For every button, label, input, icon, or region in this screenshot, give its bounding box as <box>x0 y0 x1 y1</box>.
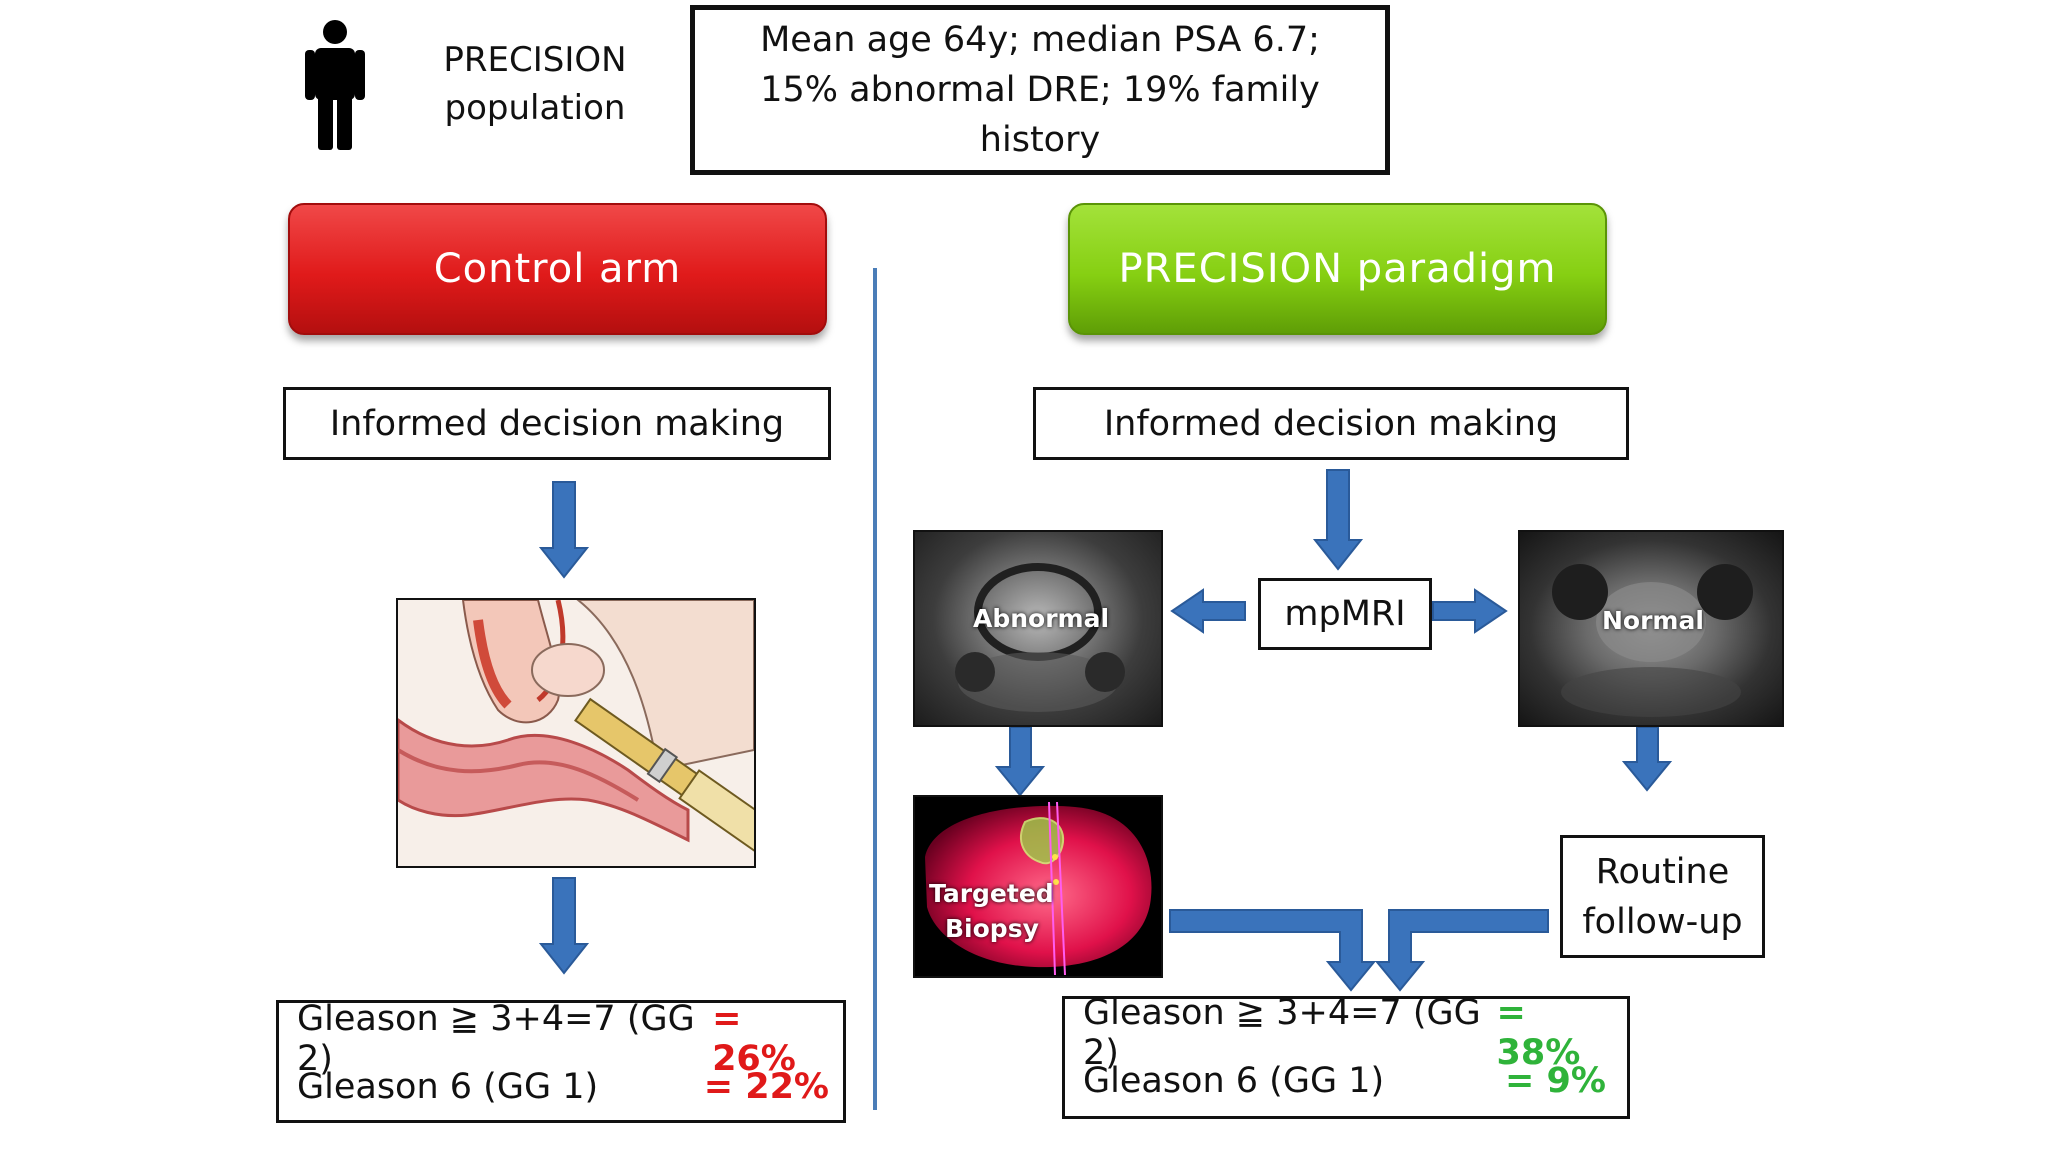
arrow-down-icon <box>1312 469 1364 571</box>
abnormal-label: Abnormal <box>973 604 1110 633</box>
control-decision-box: Informed decision making <box>283 387 831 460</box>
routine-followup-box: Routine follow-up <box>1560 835 1765 958</box>
targeted-biopsy-image: Targeted Biopsy <box>913 795 1163 978</box>
control-result-box: Gleason ≧ 3+4=7 (GG 2) = 26% Gleason 6 (… <box>276 999 846 1123</box>
arrow-down-icon <box>994 726 1046 797</box>
control-arm-header: Control arm <box>288 203 827 335</box>
precision-paradigm-title: PRECISION paradigm <box>1118 246 1557 292</box>
targeted-biopsy-label-line2: Biopsy <box>945 914 1039 943</box>
population-label: PRECISION population <box>443 40 627 128</box>
person-icon <box>305 20 365 150</box>
precision-decision-box: Informed decision making <box>1033 387 1629 460</box>
precision-result-box: Gleason ≧ 3+4=7 (GG 2) = 38% Gleason 6 (… <box>1062 993 1630 1119</box>
precision-result-gg1-value: = 9% <box>1505 1061 1606 1101</box>
abnormal-mri-texture <box>955 563 1125 712</box>
normal-label: Normal <box>1602 606 1704 635</box>
biopsy-drawing <box>398 600 754 866</box>
merge-arrow-icon <box>1169 909 1377 992</box>
arrow-down-icon <box>538 877 590 975</box>
control-decision-label: Informed decision making <box>329 403 785 444</box>
merge-arrow-icon <box>1374 909 1549 992</box>
targeted-biopsy-label-line1: Targeted <box>929 879 1054 908</box>
control-result-gg2-value: = 26% <box>712 999 796 1079</box>
normal-mri-image: Normal <box>1518 530 1784 727</box>
population-info-box: Mean age 64y; median PSA 6.7; 15% abnorm… <box>690 5 1390 175</box>
arm-divider <box>873 268 877 1110</box>
routine-followup-line2: follow-up <box>1582 901 1743 942</box>
control-arm-title: Control arm <box>433 246 682 292</box>
precision-result-gg2-value: = 38% <box>1496 993 1581 1073</box>
control-result-gg1-value: = 22% <box>703 1067 829 1107</box>
arrow-down-icon <box>538 481 590 579</box>
mpmri-label: mpMRI <box>1284 594 1406 634</box>
targeted-biopsy-render <box>925 801 1152 976</box>
transrectal-biopsy-illustration <box>396 598 756 868</box>
population-info-line2: 15% abnormal DRE; 19% family history <box>760 70 1320 160</box>
routine-followup-line1: Routine <box>1595 851 1730 892</box>
mpmri-box: mpMRI <box>1258 578 1432 650</box>
population-info-line1: Mean age 64y; median PSA 6.7; <box>760 20 1320 60</box>
precision-result-gg1-label: Gleason 6 (GG 1) <box>1083 1061 1385 1101</box>
precision-decision-label: Informed decision making <box>1103 403 1559 444</box>
arrow-down-icon <box>1621 726 1673 792</box>
normal-mri-texture <box>1552 564 1753 717</box>
control-result-gg1-label: Gleason 6 (GG 1) <box>297 1067 599 1107</box>
precision-paradigm-header: PRECISION paradigm <box>1068 203 1607 335</box>
control-result-gg2-label: Gleason ≧ 3+4=7 (GG 2) <box>297 999 695 1079</box>
arrow-left-icon <box>1170 588 1246 634</box>
precision-result-gg2-label: Gleason ≧ 3+4=7 (GG 2) <box>1083 993 1481 1073</box>
arrow-right-icon <box>1432 588 1508 634</box>
abnormal-mri-image: Abnormal <box>913 530 1163 727</box>
